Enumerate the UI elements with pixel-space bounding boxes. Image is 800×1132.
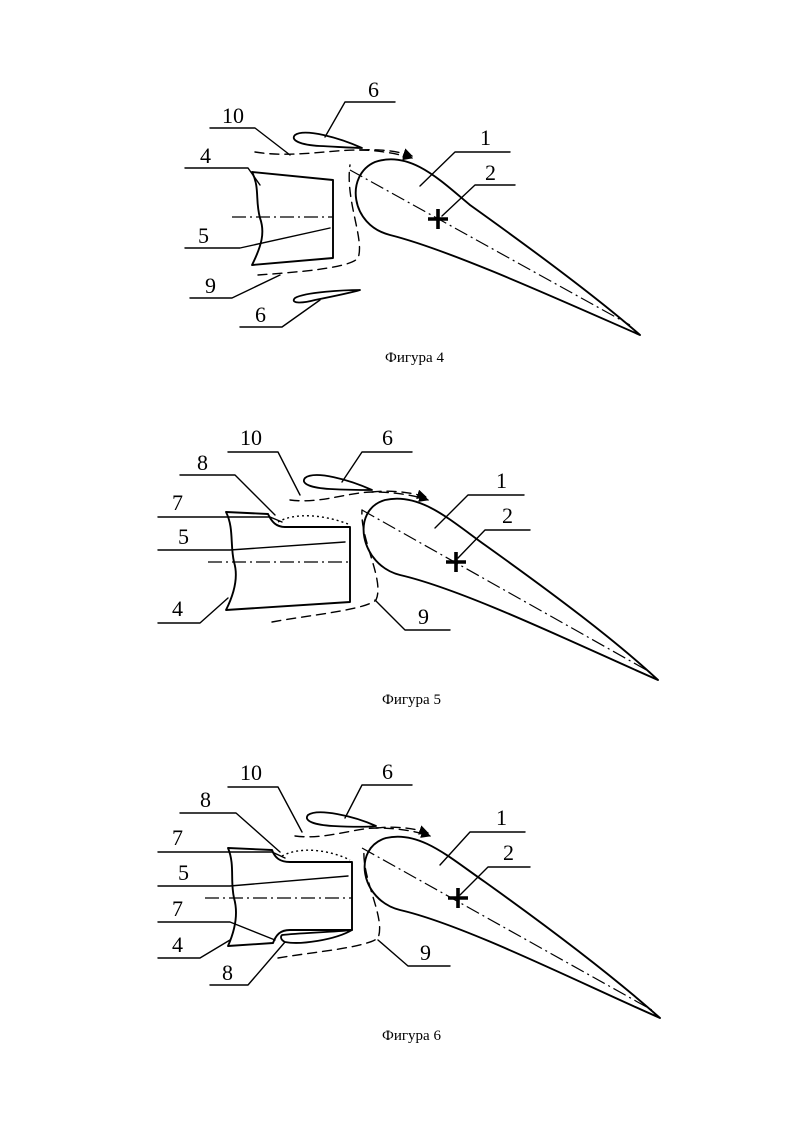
label-10: 10: [222, 103, 244, 128]
airfoil-blade-1: [363, 835, 661, 1019]
figure-5: 1 2 6 10 8 7 5 4 9 Фигура 5: [157, 425, 659, 708]
leader-line: [441, 184, 516, 217]
label-8: 8: [222, 960, 233, 985]
step-7: [267, 513, 286, 528]
leader-line: [157, 939, 231, 959]
leader-line: [157, 541, 346, 551]
label-2: 2: [485, 160, 496, 185]
blade-chord-axis: [361, 847, 653, 1011]
blade-chord-axis: [361, 509, 651, 673]
figure-6-caption: Фигура 6: [382, 1028, 441, 1044]
leader-line: [157, 597, 229, 624]
leader-line: [374, 599, 451, 631]
label-10: 10: [240, 425, 262, 450]
figure-4: 1 2 6 10 4 5 9 6 Фигура 4: [184, 77, 641, 366]
label-7: 7: [172, 490, 183, 515]
guide-vane-6: [306, 811, 377, 828]
label-9: 9: [418, 604, 429, 629]
nozzle-body-4: [251, 171, 334, 266]
figure-5-caption: Фигура 5: [382, 692, 441, 708]
label-9: 9: [420, 940, 431, 965]
label-8: 8: [197, 450, 208, 475]
nozzle-body-4: [227, 847, 353, 947]
label-4: 4: [200, 143, 211, 168]
flow-line-10-upper: [359, 148, 413, 158]
label-9: 9: [205, 273, 216, 298]
flow-line-9: [277, 849, 381, 959]
figure-6: 1 2 6 10 8 7 5 7 4 8 9 Фигура 6: [157, 759, 661, 1044]
leader-line: [209, 127, 291, 156]
leader-line: [324, 101, 396, 138]
label-1: 1: [496, 805, 507, 830]
label-5: 5: [178, 524, 189, 549]
leader-line: [157, 921, 276, 941]
leader-line: [459, 866, 531, 896]
leader-line: [184, 167, 261, 186]
label-4: 4: [172, 596, 183, 621]
leader-line: [457, 529, 531, 559]
label-2: 2: [502, 503, 513, 528]
leader-line: [344, 784, 413, 819]
leader-line: [209, 941, 286, 986]
label-5: 5: [198, 223, 209, 248]
label-2: 2: [503, 840, 514, 865]
cavity-contour-8: [277, 515, 349, 525]
leader-line: [157, 851, 286, 859]
leader-line: [341, 451, 413, 483]
leader-line: [239, 299, 321, 328]
leader-line: [439, 831, 526, 866]
label-7: 7: [172, 825, 183, 850]
cavity-contour-8-upper: [281, 849, 351, 861]
leader-line: [179, 474, 276, 516]
flow-line-9: [257, 164, 361, 276]
label-8: 8: [200, 787, 211, 812]
label-4: 4: [172, 932, 183, 957]
figure-4-caption: Фигура 4: [385, 350, 444, 366]
leader-line: [184, 227, 331, 249]
label-10: 10: [240, 760, 262, 785]
airfoil-blade-1: [354, 158, 641, 336]
leader-line: [377, 939, 451, 967]
leader-line: [157, 875, 349, 887]
guide-vane-6-upper: [292, 131, 363, 149]
label-7: 7: [172, 896, 183, 921]
leader-line: [227, 451, 301, 496]
flow-line-10: [254, 149, 413, 161]
label-6: 6: [368, 77, 379, 102]
label-6: 6: [255, 302, 266, 327]
guide-vane-6-lower: [292, 289, 361, 304]
leader-line: [189, 274, 281, 299]
flow-line-10-upper: [375, 825, 429, 835]
nozzle-body-4: [225, 511, 351, 611]
airfoil-blade-1: [362, 497, 659, 681]
leader-line: [419, 151, 511, 187]
guide-vane-6: [303, 474, 373, 491]
label-6: 6: [382, 425, 393, 450]
label-1: 1: [496, 468, 507, 493]
label-5: 5: [178, 860, 189, 885]
flow-line-10-upper: [371, 489, 427, 500]
blade-chord-axis: [349, 169, 631, 326]
label-1: 1: [480, 125, 491, 150]
leader-line: [227, 786, 303, 833]
flow-line-10: [294, 827, 431, 838]
guide-vane-shaped-fairing-8-lower: [280, 929, 353, 944]
leader-line: [157, 516, 283, 523]
label-6: 6: [382, 759, 393, 784]
leader-line: [179, 812, 281, 853]
leader-line: [434, 494, 525, 529]
